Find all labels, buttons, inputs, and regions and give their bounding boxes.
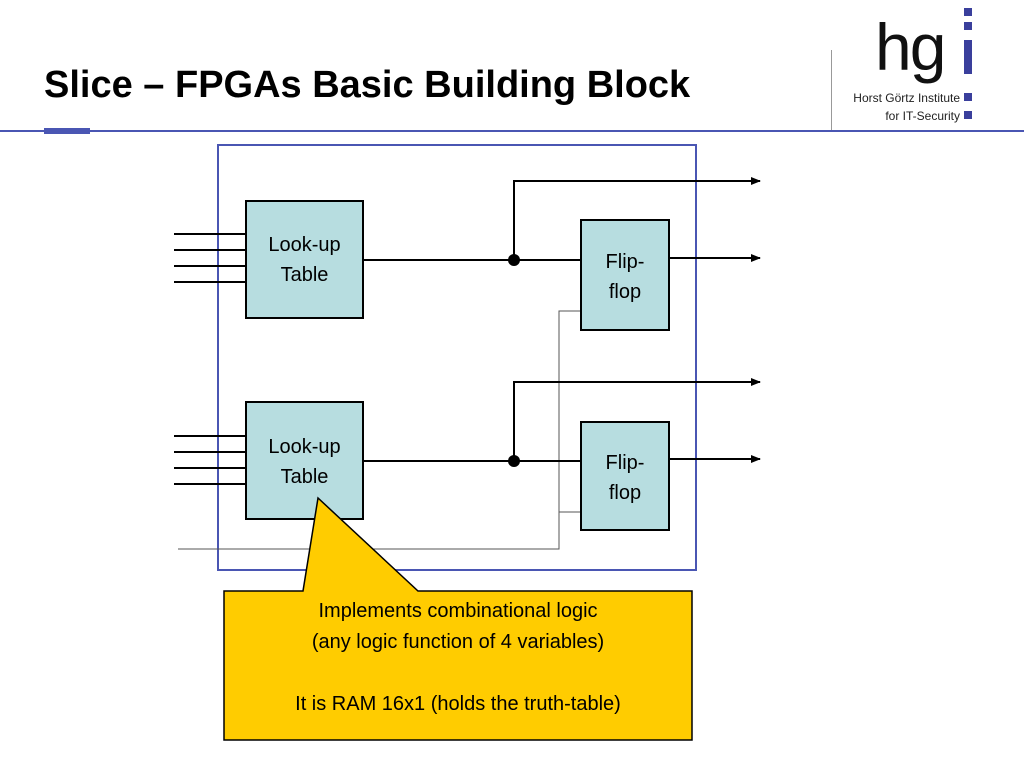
junction-bottom bbox=[508, 455, 520, 467]
title-rule-accent bbox=[44, 128, 90, 134]
ff-top-label-line2: flop bbox=[608, 281, 642, 303]
logo-i-dot2 bbox=[964, 22, 972, 30]
callout-line1: Implements combinational logic bbox=[318, 600, 598, 622]
logo-mark: hg bbox=[875, 10, 946, 84]
top-path bbox=[363, 177, 761, 262]
logo-line2: for IT-Security bbox=[885, 109, 960, 123]
callout-text: Implements combinational logic (any logi… bbox=[225, 596, 691, 720]
clock-line bbox=[178, 310, 581, 550]
slide-title: Slice – FPGAs Basic Building Block bbox=[44, 64, 691, 106]
ff-bottom-label: Flip- flop bbox=[581, 448, 669, 508]
lut-bottom-inputs bbox=[174, 435, 246, 485]
ff-top-label-line1: Flip- bbox=[605, 251, 645, 273]
ff-top-label: Flip- flop bbox=[581, 247, 669, 307]
logo-divider bbox=[831, 50, 832, 130]
lut-top-label: Look-up Table bbox=[246, 230, 363, 290]
lut-top-label-line1: Look-up bbox=[268, 234, 341, 256]
ff-bottom-label-line1: Flip- bbox=[605, 452, 645, 474]
ff-bottom-box bbox=[580, 421, 670, 531]
logo-line1: Horst Görtz Institute bbox=[853, 91, 960, 105]
lut-bottom-label-line1: Look-up bbox=[268, 436, 341, 458]
ff-top-box bbox=[580, 219, 670, 331]
logo-i-dot bbox=[964, 8, 972, 16]
callout-line3: It is RAM 16x1 (holds the truth-table) bbox=[295, 693, 621, 715]
lut-top-box bbox=[245, 200, 364, 319]
junction-top bbox=[508, 254, 520, 266]
callout-line2: (any logic function of 4 variables) bbox=[311, 631, 605, 653]
lut-top-inputs bbox=[174, 233, 246, 283]
lut-bottom-box bbox=[245, 401, 364, 520]
slice-outline bbox=[217, 144, 697, 571]
lut-top-label-line2: Table bbox=[280, 264, 329, 286]
callout-box bbox=[223, 496, 693, 741]
lut-bottom-label-line2: Table bbox=[280, 466, 329, 488]
logo-i-stem bbox=[964, 40, 972, 74]
lut-bottom-label: Look-up Table bbox=[246, 432, 363, 492]
title-rule bbox=[0, 130, 1024, 132]
logo-square-2 bbox=[964, 111, 972, 119]
bottom-path bbox=[363, 378, 761, 463]
ff-bottom-label-line2: flop bbox=[608, 482, 642, 504]
logo-square-1 bbox=[964, 93, 972, 101]
